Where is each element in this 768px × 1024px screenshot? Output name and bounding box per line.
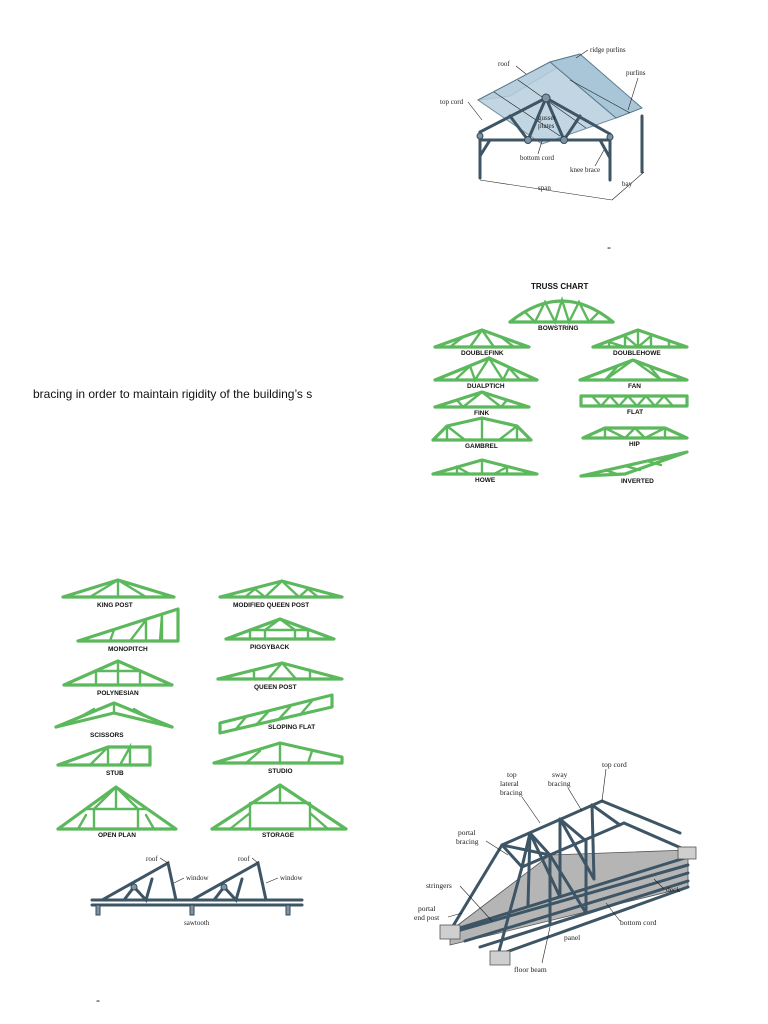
label-scissors: SCISSORS xyxy=(90,732,124,739)
label-window-1: window xyxy=(186,874,210,882)
label-roof: roof xyxy=(498,60,510,68)
label-doublefink: DOUBLEFINK xyxy=(461,350,504,357)
label-studio: STUDIO xyxy=(268,768,293,775)
label-monopitch: MONOPITCH xyxy=(108,646,148,653)
label-top-cord: top cord xyxy=(602,760,627,769)
truss-storage: STORAGE xyxy=(210,783,348,839)
truss-gambrel: GAMBREL xyxy=(431,416,533,450)
truss-doublehowe: DOUBLEHOWE xyxy=(591,328,689,357)
label-roof-1: roof xyxy=(146,855,158,863)
label-portal-bracing-2: bracing xyxy=(456,837,479,846)
body-text-line: bracing in order to maintain rigidity of… xyxy=(33,387,313,401)
label-panel: panel xyxy=(564,933,580,942)
truss-howe: HOWE xyxy=(431,458,539,484)
truss-monopitch: MONOPITCH xyxy=(76,607,180,653)
truss-doublefink: DOUBLEFINK xyxy=(433,328,531,357)
truss-hip: HIP xyxy=(581,426,689,448)
truss-open-plan: OPEN PLAN xyxy=(56,785,178,839)
truss-queen-post: QUEEN POST xyxy=(216,661,344,691)
label-howe: HOWE xyxy=(475,477,496,484)
label-sway-bracing-2: bracing xyxy=(548,779,571,788)
label-ridge-purlins: ridge purlins xyxy=(590,46,626,54)
label-sloping-flat: SLOPING FLAT xyxy=(268,724,315,731)
label-sawtooth: sawtooth xyxy=(184,919,210,927)
label-deck: deck xyxy=(666,885,680,894)
label-stringers: stringers xyxy=(426,881,452,890)
label-flat: FLAT xyxy=(627,409,643,416)
truss-modified-queen-post: MODIFIED QUEEN POST xyxy=(218,579,344,609)
label-gusset: gusset xyxy=(538,114,556,122)
label-fan: FAN xyxy=(628,383,641,390)
label-portal-end-post-2: end post xyxy=(414,913,440,922)
truss-king-post: KING POST xyxy=(61,578,176,609)
label-king-post: KING POST xyxy=(97,602,133,609)
truss-sloping-flat: SLOPING FLAT xyxy=(218,693,334,735)
label-plates: plates xyxy=(538,122,555,130)
truss-bowstring: BOWSTRING xyxy=(508,296,615,332)
truss-chart-title: TRUSS CHART xyxy=(531,282,588,291)
label-knee-brace: knee brace xyxy=(570,166,600,174)
truss-chart: TRUSS CHART BOWSTRING DOUBLEFINK DOUBLEH… xyxy=(431,282,689,485)
label-top-lateral-bracing-3: bracing xyxy=(500,788,523,797)
label-fink: FINK xyxy=(474,410,489,417)
sawtooth-diagram: roof roof window window sawtooth xyxy=(90,855,304,927)
label-roof-2: roof xyxy=(238,855,250,863)
label-polynesian: POLYNESIAN xyxy=(97,690,139,697)
truss-stub: STUB xyxy=(56,742,152,777)
label-sway-bracing-1: sway xyxy=(552,770,568,779)
label-doublehowe: DOUBLEHOWE xyxy=(613,350,661,357)
label-inverted: INVERTED xyxy=(621,478,654,485)
label-dualptich: DUALPTICH xyxy=(467,383,505,390)
truss-scissors: SCISSORS xyxy=(54,701,174,739)
truss-fink: FINK xyxy=(433,390,531,417)
label-bay: bay xyxy=(622,180,633,188)
label-open-plan: OPEN PLAN xyxy=(98,832,136,839)
label-window-2: window xyxy=(280,874,304,882)
label-hip: HIP xyxy=(629,441,641,448)
truss-studio: STUDIO xyxy=(212,741,344,775)
truss-types-chart: KING POST MODIFIED QUEEN POST MONOPITCH … xyxy=(54,578,348,839)
truss-piggyback: PIGGYBACK xyxy=(224,617,336,651)
bridge-truss-diagram: top lateral bracing sway bracing top cor… xyxy=(414,760,697,974)
label-bottom-cord: bottom cord xyxy=(620,918,657,927)
label-stub: STUB xyxy=(106,770,124,777)
truss-dualptich: DUALPTICH xyxy=(433,355,539,390)
truss-polynesian: POLYNESIAN xyxy=(62,659,174,697)
label-gambrel: GAMBREL xyxy=(465,443,498,450)
dash-mark: - xyxy=(607,240,611,254)
label-floor-beam: floor beam xyxy=(514,965,547,974)
label-bottom-cord: bottom cord xyxy=(520,154,555,162)
label-purlins: purlins xyxy=(626,69,646,77)
truss-flat: FLAT xyxy=(579,394,689,416)
label-modified-queen-post: MODIFIED QUEEN POST xyxy=(233,602,309,609)
label-bowstring: BOWSTRING xyxy=(538,325,578,332)
truss-inverted: INVERTED xyxy=(579,450,689,485)
label-span: span xyxy=(538,184,551,192)
label-piggyback: PIGGYBACK xyxy=(250,644,290,651)
roof-truss-diagram: roof ridge purlins purlins top cord guss… xyxy=(440,46,646,201)
dash-mark: - xyxy=(96,993,100,1007)
label-portal-end-post-1: portal xyxy=(418,904,436,913)
label-top-lateral-bracing-2: lateral xyxy=(500,779,519,788)
truss-fan: FAN xyxy=(578,358,689,390)
label-top-cord: top cord xyxy=(440,98,464,106)
label-portal-bracing-1: portal xyxy=(458,828,476,837)
label-top-lateral-bracing-1: top xyxy=(507,770,517,779)
label-queen-post: QUEEN POST xyxy=(254,684,297,691)
label-storage: STORAGE xyxy=(262,832,295,839)
